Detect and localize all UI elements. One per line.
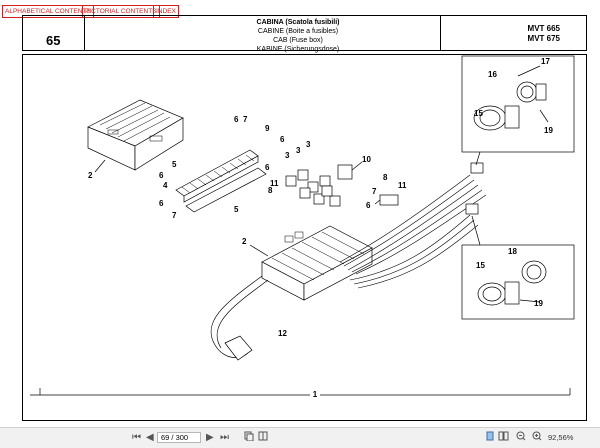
fuse-block-small <box>379 194 399 206</box>
callout-3b: 3 <box>296 146 301 155</box>
pictorial-contents-link[interactable]: PICTORIAL CONTENTS <box>82 5 160 18</box>
callout-5a: 5 <box>172 160 177 169</box>
callout-19b: 19 <box>534 299 543 308</box>
callout-2-lid: 2 <box>88 171 93 180</box>
pdf-toolbar: ⏮ ◀ ▶ ⏭ 92,56% <box>0 427 600 448</box>
page-number: 65 <box>46 33 61 48</box>
callout-6a: 6 <box>159 171 164 180</box>
callout-8a: 8 <box>268 186 273 195</box>
inset-top-connector <box>473 65 549 131</box>
next-page-icon[interactable]: ▶ <box>206 432 214 443</box>
page-layout-icon[interactable] <box>258 431 268 446</box>
callout-8b: 8 <box>383 173 388 182</box>
callout-1: 1 <box>313 390 318 399</box>
callout-4: 4 <box>163 181 168 190</box>
index-link[interactable]: INDEX <box>153 5 179 18</box>
callout-6b: 6 <box>234 115 239 124</box>
callout-18: 18 <box>508 247 517 256</box>
callout-3c: 3 <box>306 140 311 149</box>
inset-top <box>461 55 575 153</box>
page-number-input[interactable] <box>157 432 201 443</box>
fuse-box-lid <box>87 99 184 171</box>
callout-2-box: 2 <box>242 237 247 246</box>
zoom-level[interactable]: 92,56% <box>548 433 574 442</box>
callout-11a: 11 <box>270 179 279 188</box>
fuse-strips <box>175 149 267 213</box>
relays <box>285 169 341 207</box>
previous-page-icon[interactable]: ◀ <box>146 432 154 443</box>
callout-7c: 7 <box>372 187 377 196</box>
alphabetical-contents-link[interactable]: ALPHABETICAL CONTENTS <box>2 5 94 18</box>
callout-7b: 7 <box>243 115 248 124</box>
inset-bottom-connector <box>477 260 547 306</box>
title-french: CABINE (Boite a fusibles) <box>257 28 339 35</box>
main-fuse-box <box>261 225 373 301</box>
zoom-in-icon[interactable] <box>532 431 542 446</box>
callout-15b: 15 <box>476 261 485 270</box>
wiring-harness <box>339 174 487 289</box>
two-page-icon[interactable] <box>498 431 510 446</box>
last-page-icon[interactable]: ⏭ <box>220 432 229 443</box>
callout-3a: 3 <box>285 151 290 160</box>
connector-a <box>470 162 484 174</box>
single-page-icon[interactable] <box>485 431 495 446</box>
callout-19a: 19 <box>544 126 553 135</box>
page-number-cell <box>22 15 85 51</box>
title-english: CAB (Fuse box) <box>273 37 323 44</box>
model-665: MVT 665 <box>527 24 560 33</box>
callout-17: 17 <box>541 57 550 66</box>
callout-6f: 6 <box>159 199 164 208</box>
title-german: KABINE (Sicherungsdose) <box>256 46 340 53</box>
connector-b <box>465 203 479 215</box>
model-675: MVT 675 <box>527 34 560 43</box>
callout-12: 12 <box>278 329 287 338</box>
callout-5b: 5 <box>234 205 239 214</box>
callout-16: 16 <box>488 70 497 79</box>
diagram-frame <box>22 54 587 421</box>
zoom-out-icon[interactable] <box>516 431 526 446</box>
callout-7a: 7 <box>172 211 177 220</box>
page-title: CABINA (Scatola fusibili) CABINE (Boite … <box>198 18 398 54</box>
callout-6c: 6 <box>280 135 285 144</box>
callout-15a: 15 <box>474 109 483 118</box>
title-italian: CABINA (Scatola fusibili) <box>256 19 340 26</box>
callout-6d: 6 <box>265 163 270 172</box>
callout-9: 9 <box>265 124 270 133</box>
relay-10 <box>337 164 353 180</box>
first-page-icon[interactable]: ⏮ <box>132 432 141 443</box>
page-copy-icon[interactable] <box>244 431 254 446</box>
model-cell <box>440 15 587 51</box>
callout-11b: 11 <box>398 181 407 190</box>
callout-6e: 6 <box>366 201 371 210</box>
connector-12 <box>224 335 253 361</box>
callout-10: 10 <box>362 155 371 164</box>
